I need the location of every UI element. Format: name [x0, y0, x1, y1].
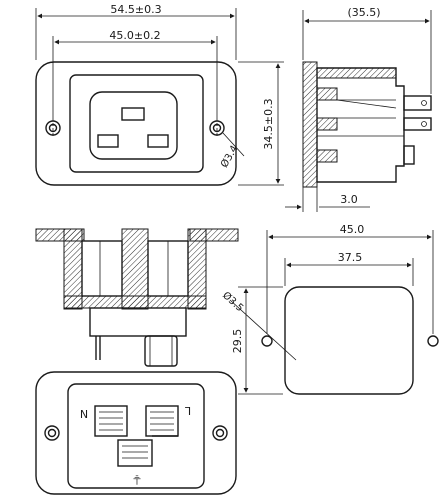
dim-cutout-inner-label: 37.5 — [338, 251, 363, 264]
dim-height: 34.5±0.3 — [238, 61, 284, 186]
terminal-label-neutral: N — [80, 407, 88, 420]
section-view — [35, 228, 239, 367]
panel-cutout-view — [261, 286, 439, 395]
side-view — [302, 61, 432, 188]
dim-height-label: 34.5±0.3 — [262, 98, 275, 149]
dim-cutout-width-label: 45.0 — [340, 223, 365, 236]
dim-cutout-height-label: 29.5 — [231, 329, 244, 354]
dim-cutout-inner: 37.5 — [284, 251, 414, 286]
dim-hole-spacing-label: 45.0±0.2 — [109, 29, 160, 42]
dim-hole-spacing: 45.0±0.2 — [52, 29, 218, 118]
dim-side-flange: 3.0 — [285, 187, 370, 212]
dim-cutout-width: 45.0 — [266, 223, 434, 334]
dim-hole-diameter: Ø3.4 — [218, 132, 245, 170]
front-view — [35, 61, 237, 186]
rear-view — [35, 371, 237, 495]
dim-overall-width-label: 54.5±0.3 — [110, 3, 161, 16]
dim-side-depth-label: (35.5) — [347, 6, 380, 19]
dim-overall-width: 54.5±0.3 — [35, 3, 237, 60]
dim-side-flange-label: 3.0 — [340, 193, 358, 206]
terminal-label-live: L — [184, 404, 191, 417]
terminal-label-earth: ⏚ — [132, 473, 143, 486]
dim-cutout-height: 29.5 — [231, 286, 283, 395]
dim-hole-diameter-label: Ø3.4 — [218, 143, 240, 170]
dim-side-depth: (35.5) — [302, 6, 432, 94]
